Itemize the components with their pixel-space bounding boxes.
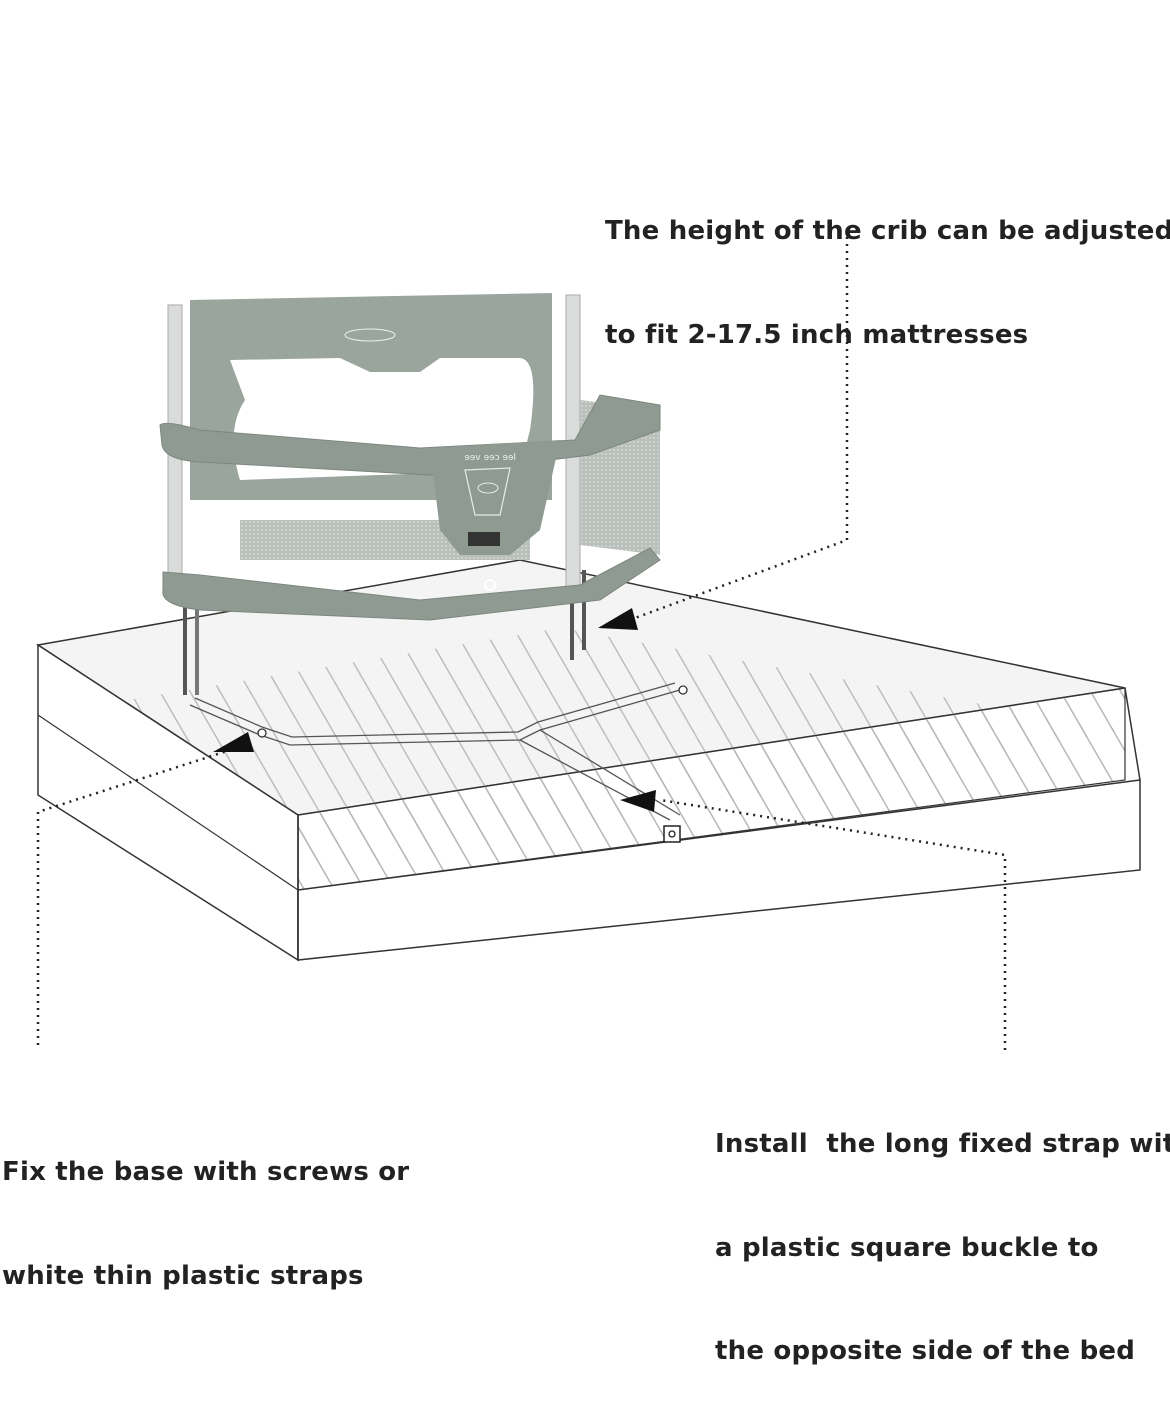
caption-line: Fix the base with screws or xyxy=(2,1157,410,1187)
caption-height-adjust: The height of the crib can be adjusted t… xyxy=(605,145,1170,387)
mattress xyxy=(36,559,1141,962)
leader-strap xyxy=(659,798,1007,1050)
arrow-icons xyxy=(213,608,656,812)
strap xyxy=(189,682,688,843)
caption-line: The height of the crib can be adjusted xyxy=(605,216,1170,246)
crib-installation-diagram: lee cee vee xyxy=(36,230,1141,1050)
crib-bed-rail: lee cee vee xyxy=(159,293,661,695)
caption-fix-base: Fix the base with screws or white thin p… xyxy=(2,1086,409,1328)
ufo-icon xyxy=(344,328,396,342)
caption-line: white thin plastic straps xyxy=(2,1260,364,1291)
crib-brand-mark: lee cee vee xyxy=(464,453,516,463)
arrow-height-icon xyxy=(598,608,638,630)
crib-bottom-rail xyxy=(162,547,661,621)
crib-center-panel xyxy=(430,440,560,555)
arrow-base-icon xyxy=(213,732,254,752)
arrow-strap-icon xyxy=(620,790,656,812)
caption-strap-install: Install the long fixed strap with a plas… xyxy=(715,1058,1170,1403)
caption-line: Install the long fixed strap with xyxy=(715,1129,1170,1159)
leader-height xyxy=(634,230,849,620)
caption-line: a plastic square buckle to xyxy=(715,1232,1099,1263)
leader-base xyxy=(36,740,256,1045)
square-buckle xyxy=(663,825,681,843)
caption-line: the opposite side of the bed xyxy=(715,1336,1136,1366)
leader-lines xyxy=(36,230,1007,1050)
caption-line: to fit 2-17.5 inch mattresses xyxy=(605,319,1029,350)
